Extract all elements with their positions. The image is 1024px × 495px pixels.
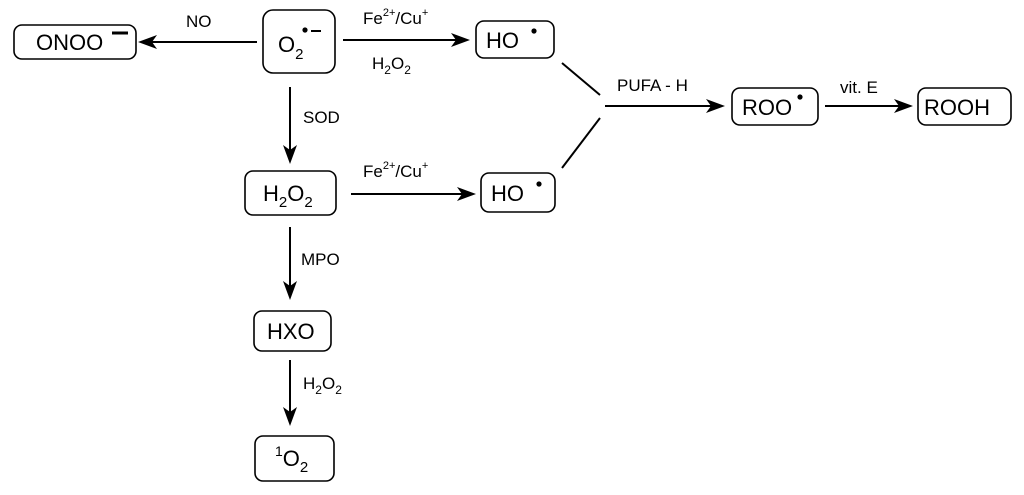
hydroxyl-top-text: HO — [486, 28, 519, 53]
arrowhead-hxo — [283, 281, 297, 300]
hydroxyl-bottom-box — [480, 172, 556, 213]
arrowhead-peroxyl — [706, 99, 725, 113]
hydroperoxide-text: ROOH — [924, 95, 990, 120]
hxo-box — [253, 310, 332, 352]
hxo-text: HXO — [267, 319, 315, 344]
hydroxyl-bottom-radical-text: • — [0, 0, 1, 1]
label-h2o2-top: H2O2 — [372, 54, 411, 77]
singlet-oxygen-box — [254, 435, 335, 482]
label-fenton-top: Fe2+/Cu+ — [363, 7, 428, 28]
hydrogen-peroxide-text: H2O2 — [263, 181, 313, 211]
peroxynitrite-charge-text: − — [0, 0, 1, 1]
arrowhead-hydroxyl-top — [451, 33, 470, 47]
arrowhead-hydroxyl-bottom — [457, 187, 476, 201]
superoxide-charge-text: •− — [0, 0, 1, 1]
merge-line-bottom — [561, 117, 601, 169]
hydroxyl-bottom-radical-dot — [536, 181, 542, 187]
peroxyl-radical-text: • — [0, 0, 1, 1]
peroxynitrite-text: ONOO — [36, 30, 103, 55]
label-no: NO — [186, 12, 212, 31]
label-fenton-bottom: Fe2+/Cu+ — [363, 160, 428, 181]
hydrogen-peroxide-box — [244, 170, 337, 216]
arrowhead-hydroperoxide — [894, 99, 913, 113]
superoxide-text: O2 — [278, 32, 303, 63]
superoxide-radical-dot — [302, 27, 308, 33]
arrowhead-peroxynitrite — [138, 35, 157, 49]
superoxide-box — [262, 9, 336, 74]
hydroperoxide-box — [917, 87, 1012, 126]
peroxynitrite-box — [13, 24, 137, 60]
peroxyl-text: ROO — [742, 95, 792, 120]
peroxyl-radical-dot — [797, 94, 803, 100]
hydroxyl-top-radical-dot — [531, 28, 537, 34]
arrowhead-hydrogen-peroxide — [283, 145, 297, 164]
hydroxyl-bottom-text: HO — [491, 181, 524, 206]
label-pufa: PUFA - H — [617, 76, 688, 95]
merge-line-top — [561, 62, 601, 96]
label-h2o2-bottom: H2O2 — [303, 374, 342, 397]
label-sod: SOD — [303, 108, 340, 127]
label-mpo: MPO — [301, 250, 340, 269]
peroxyl-box — [731, 87, 819, 126]
singlet-oxygen-text: 1O2 — [275, 443, 308, 476]
hydroxyl-top-radical-text: • — [0, 0, 1, 1]
label-vit-e: vit. E — [840, 78, 878, 97]
arrowhead-singlet-oxygen — [283, 407, 297, 426]
